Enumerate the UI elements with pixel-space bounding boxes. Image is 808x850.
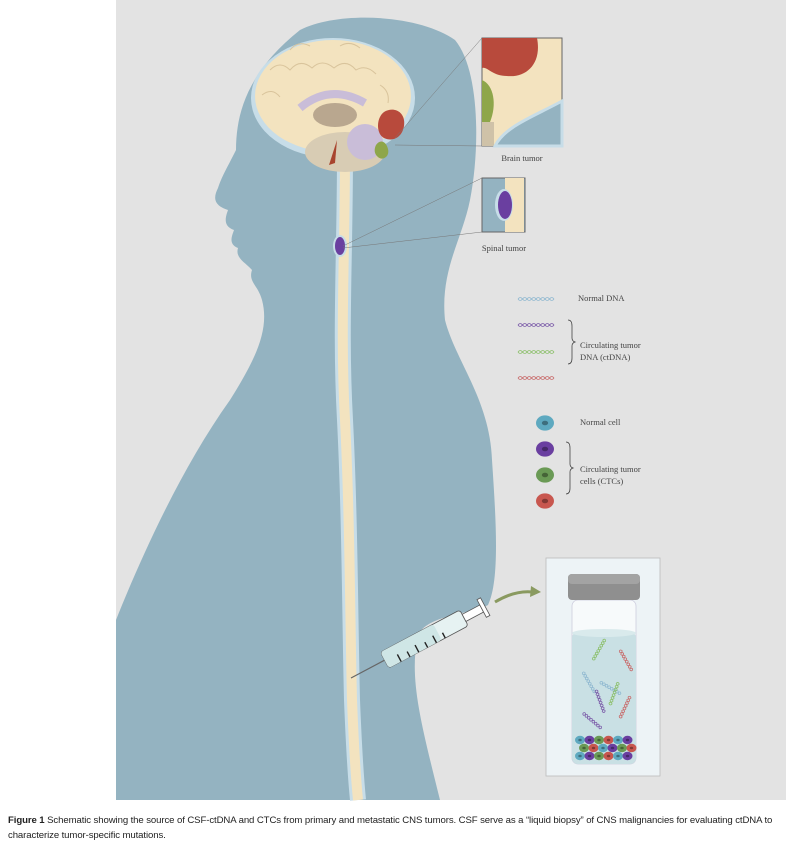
thalamus [313, 103, 357, 127]
cell [579, 743, 589, 753]
ctc-cell-icon [536, 493, 554, 509]
human-silhouette [116, 17, 496, 800]
brain-tumor-green [374, 141, 389, 159]
cell [603, 751, 614, 761]
cerebellum [347, 124, 383, 160]
dna-fragment [599, 680, 622, 696]
brain-gyri [261, 42, 389, 104]
dna-fragment [594, 689, 606, 713]
cell [588, 743, 599, 753]
normal-cell-label: Normal cell [580, 417, 621, 427]
brain-tumor-inset [481, 37, 564, 148]
ctdna-bracket [567, 319, 577, 365]
ctc-label-line1: Circulating tumor [580, 464, 641, 474]
cell [613, 735, 623, 745]
cell [607, 743, 618, 753]
ctdna-strand-icon [517, 376, 555, 380]
ctc-cell-icon [536, 441, 554, 457]
ctdna-strand-icon [517, 350, 555, 354]
cell [584, 735, 595, 745]
ctc-label-line2: cells (CTCs) [580, 476, 623, 486]
vial-contents [575, 638, 637, 761]
brain-tumor-red [378, 109, 405, 140]
spinal-tumor [335, 237, 345, 255]
cell [617, 743, 627, 753]
spinal-tumor-inset [481, 177, 526, 233]
cell [575, 735, 585, 745]
csf-liquid-biopsy-illustration: Brain tumor Spinal tumor Normal DNA Circ… [116, 0, 786, 801]
ctc-cell-icon [536, 467, 554, 483]
dna-fragment [618, 695, 632, 719]
ctdna-label-line2: DNA (ctDNA) [580, 352, 630, 362]
caption-label: Figure 1 [8, 815, 45, 826]
red-vessel [329, 140, 337, 165]
arrow-to-vial [494, 590, 534, 604]
dna-fragment [582, 712, 602, 730]
normal-dna-icon [517, 297, 555, 301]
corpus-callosum [297, 90, 367, 112]
syringe-needle [350, 659, 385, 679]
caption-text: Schematic showing the source of CSF-ctDN… [8, 815, 773, 841]
cell [603, 735, 614, 745]
cell [613, 751, 623, 761]
inset-connector-lines [342, 37, 483, 249]
dna-legend [517, 297, 555, 380]
cell [594, 751, 604, 761]
cell [598, 743, 608, 753]
vial-liquid [572, 632, 636, 764]
arrow-head-icon [530, 586, 541, 597]
cell-legend [536, 415, 554, 509]
dna-fragment [591, 638, 607, 661]
dna-fragment [581, 671, 597, 694]
cell [622, 751, 633, 761]
dna-fragment [618, 649, 634, 672]
cell [622, 735, 633, 745]
brain-tumor-label: Brain tumor [501, 153, 542, 163]
normal-dna-label: Normal DNA [578, 293, 625, 303]
ctdna-strand-icon [517, 323, 555, 327]
csf-vial-panel [545, 557, 661, 777]
figure-caption: Figure 1 Schematic showing the source of… [8, 813, 803, 843]
spinal-tumor-label: Spinal tumor [482, 243, 526, 253]
cell [584, 751, 595, 761]
ctdna-label-line1: Circulating tumor [580, 340, 641, 350]
spinal-cord [337, 149, 363, 801]
cell [626, 743, 637, 753]
cell [594, 735, 604, 745]
dna-fragment [608, 682, 620, 706]
normal-cell-icon [536, 415, 554, 431]
cell [575, 751, 585, 761]
ctc-bracket [565, 441, 575, 495]
syringe [350, 597, 491, 679]
